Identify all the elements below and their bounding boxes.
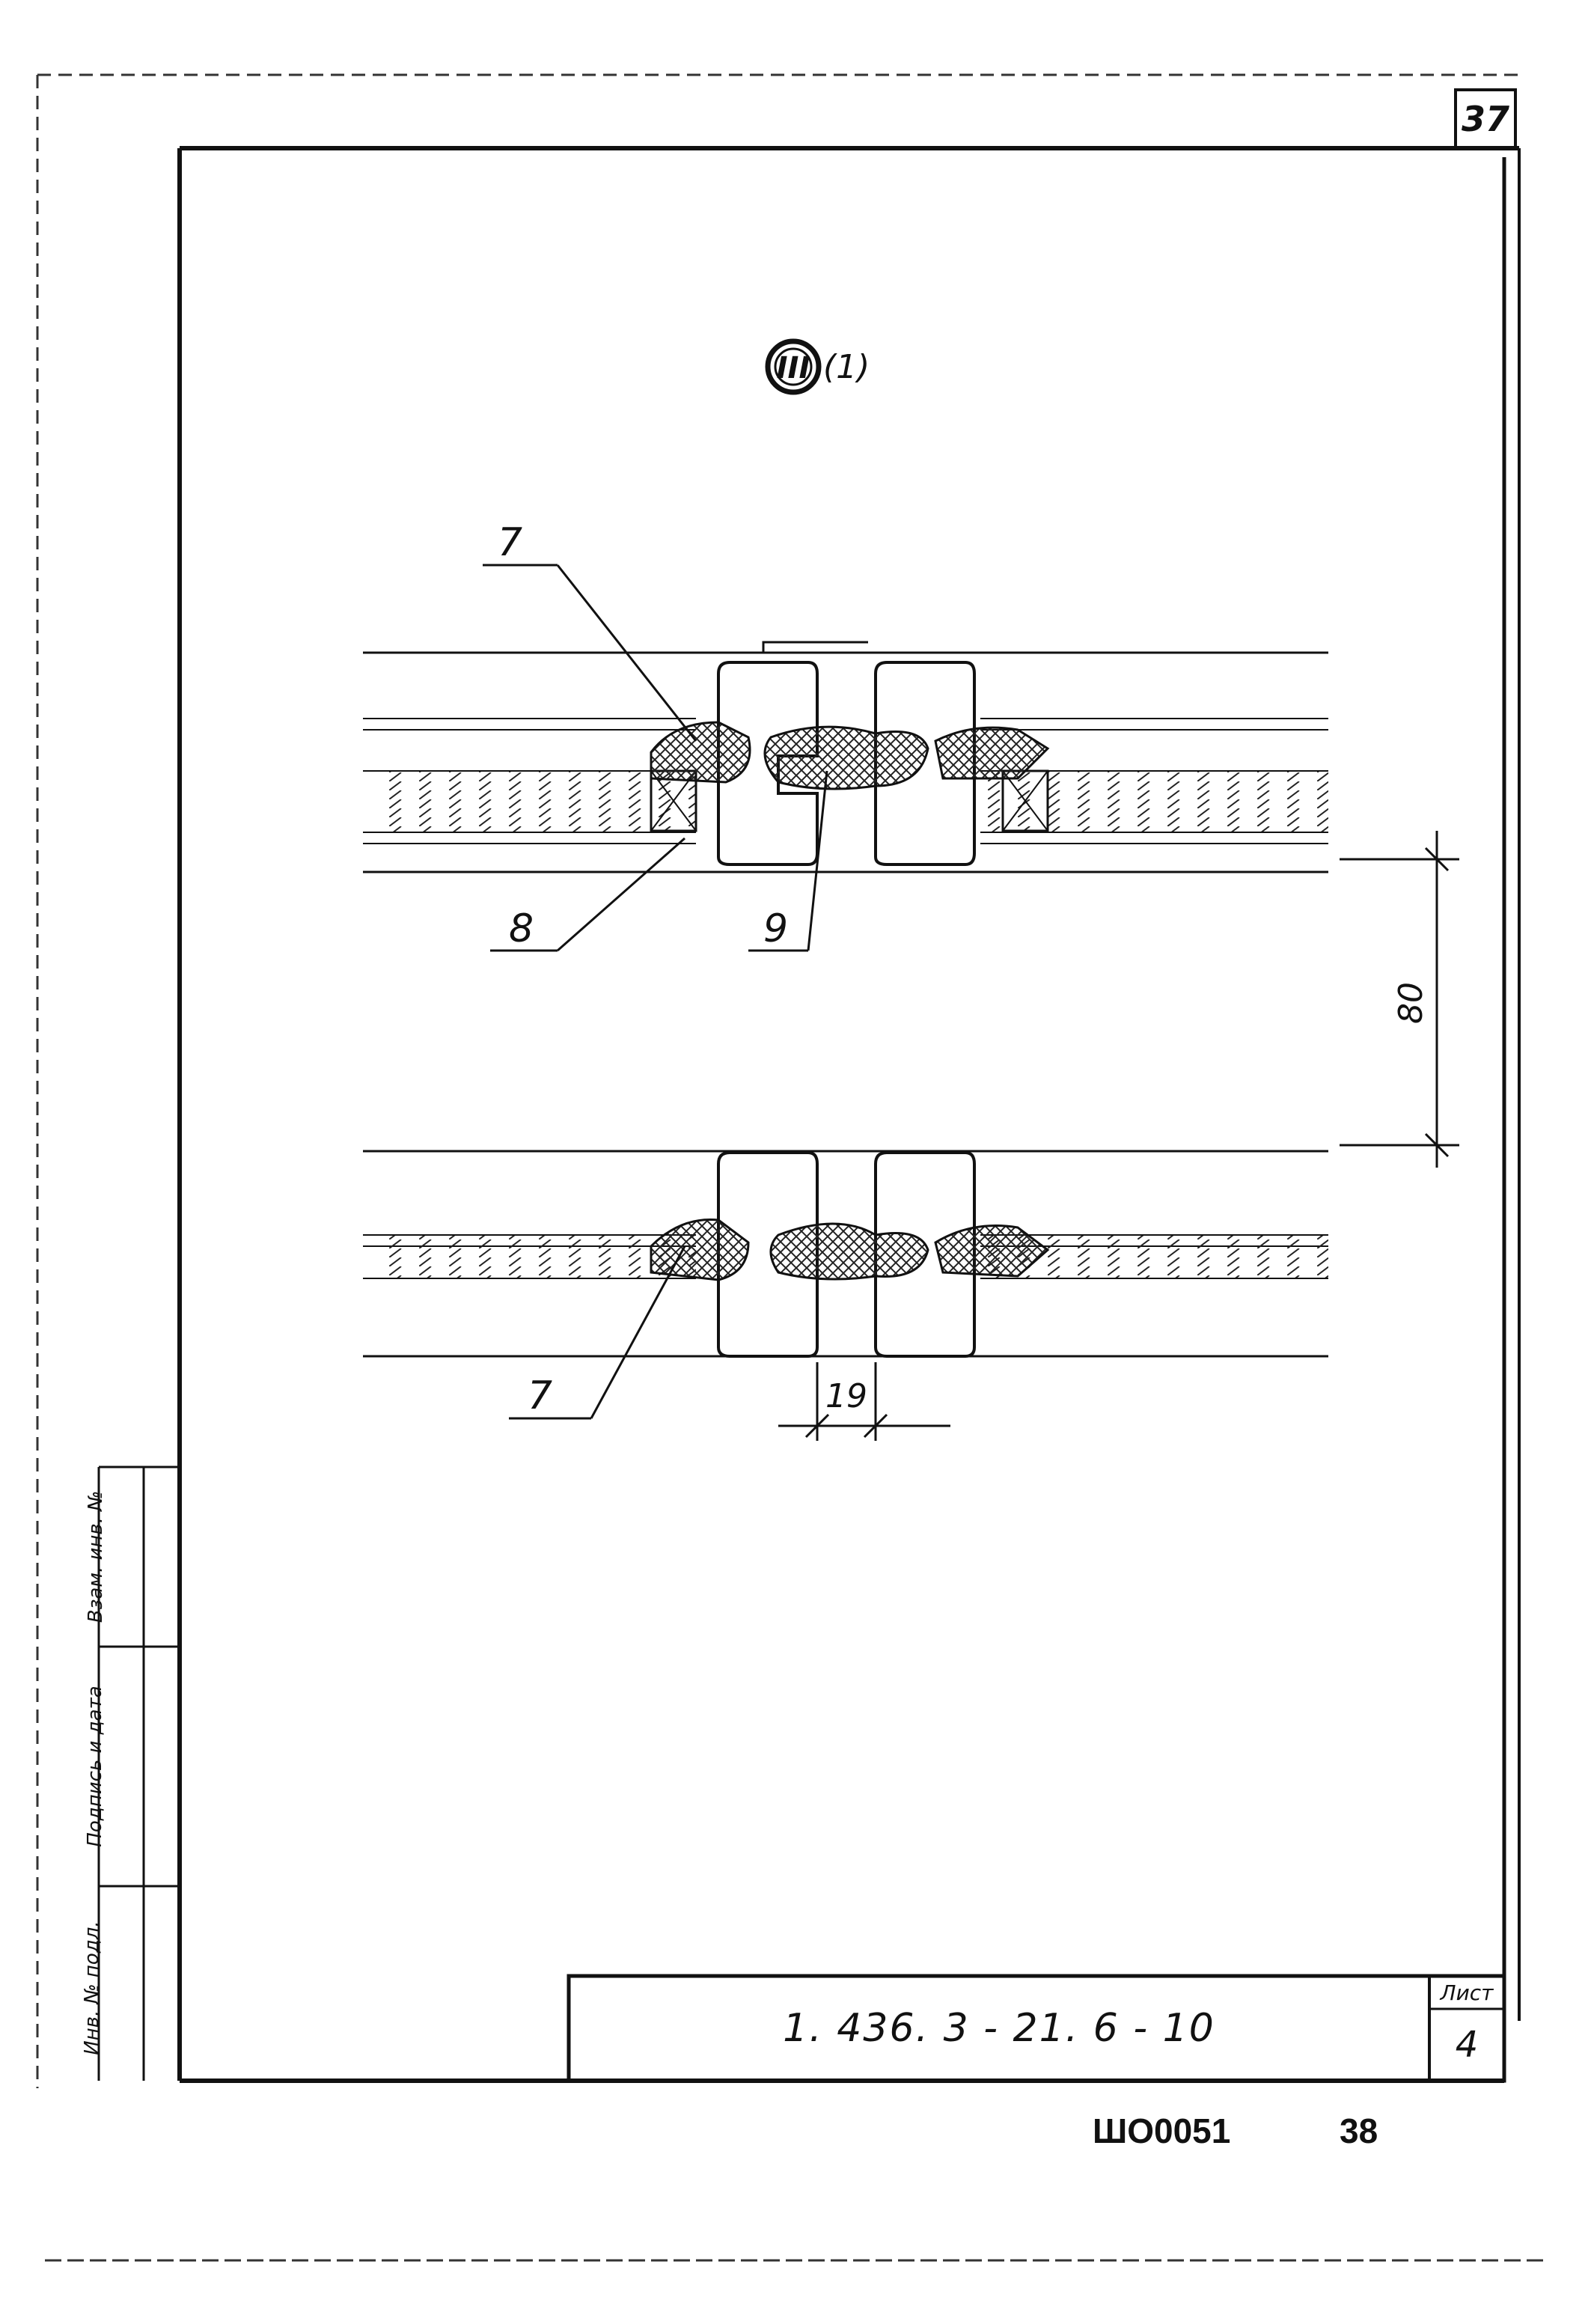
main-frame — [177, 88, 1521, 2083]
title-block-text: 1. 436. 3 - 21. 6 - 10 Лист 4 — [569, 1976, 1504, 2081]
outer-boundary — [36, 73, 1549, 2262]
dimension-19: 19 — [825, 1377, 867, 1415]
side-stamp-signature: Подпись и дата — [84, 1686, 106, 1847]
callout-7-bottom: 7 — [528, 1373, 552, 1418]
side-stamp — [97, 1466, 180, 2081]
dimension-80: 80 — [1392, 982, 1430, 1024]
upper-joint-detail — [363, 641, 1328, 873]
section-marker — [765, 338, 822, 395]
archive-code: ШО0051 — [1093, 2111, 1231, 2150]
archive-number: 38 — [1340, 2111, 1378, 2150]
side-stamp-inv: Инв. № подл. — [81, 1921, 103, 2055]
title-block — [567, 1974, 1506, 2083]
leader-lines — [483, 564, 828, 1420]
page-number: 37 — [1461, 99, 1509, 139]
document-code: 1. 436. 3 - 21. 6 - 10 — [783, 2006, 1215, 2051]
section-note: (1) — [823, 348, 870, 386]
side-stamp-replace: Взам. инв. № — [85, 1490, 107, 1623]
callout-9: 9 — [763, 906, 788, 951]
sheet-number: 4 — [1455, 2024, 1479, 2066]
dimension-lines — [778, 831, 1459, 1441]
callout-8: 8 — [509, 906, 534, 951]
lower-joint-detail — [363, 1150, 1328, 1358]
section-marker-label: III — [777, 351, 810, 385]
callout-7-top: 7 — [498, 520, 522, 565]
sheet-label: Лист — [1440, 1980, 1494, 2005]
